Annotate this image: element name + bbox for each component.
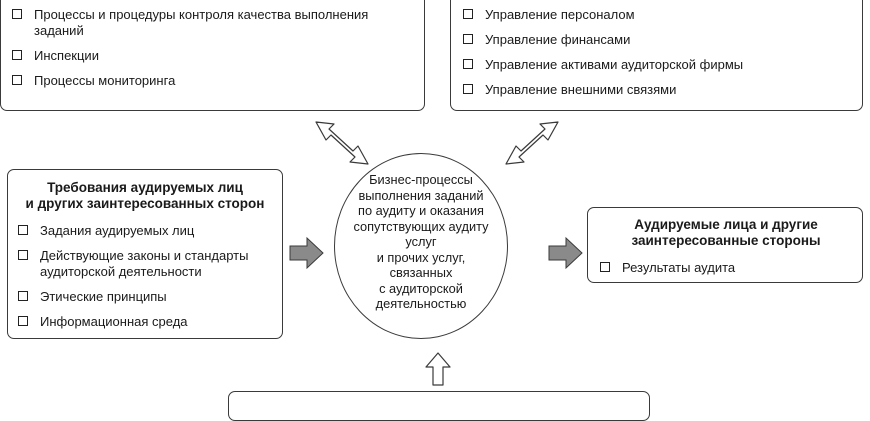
bottom-box: [228, 391, 650, 421]
checkbox-square-icon: [18, 291, 28, 301]
ellipse-line: и прочих услуг, связанных: [376, 249, 466, 281]
list-item: Задания аудируемых лиц: [18, 223, 272, 239]
quality-control-list: Процессы и процедуры контроля качества в…: [12, 7, 414, 89]
double-headed-arrow-icon: [315, 121, 369, 165]
checkbox-square-icon: [12, 75, 22, 85]
list-item-label: Управление внешними связями: [485, 82, 677, 97]
checkbox-square-icon: [18, 316, 28, 326]
list-item-label: Управление активами аудиторской фирмы: [485, 57, 744, 72]
list-item: Действующие законы и стандарты аудиторск…: [18, 248, 272, 280]
list-item-label: Действующие законы и стандарты аудиторск…: [40, 248, 249, 279]
list-item: Процессы и процедуры контроля качества в…: [12, 7, 414, 39]
checkbox-square-icon: [463, 34, 473, 44]
list-item-label: Управление персоналом: [485, 7, 635, 22]
management-box: Управление персоналом Управление финанса…: [450, 0, 863, 111]
management-list: Управление персоналом Управление финанса…: [463, 7, 852, 98]
up-arrow-icon: [425, 352, 451, 386]
stakeholders-list: Результаты аудита: [600, 260, 852, 276]
checkbox-square-icon: [600, 262, 610, 272]
stakeholders-title-line1: Аудируемые лица и другие: [634, 217, 818, 232]
checkbox-square-icon: [463, 84, 473, 94]
ellipse-line: по аудиту и оказания: [358, 203, 484, 219]
business-process-ellipse: Бизнес-процессы выполнения заданий по ау…: [334, 153, 508, 339]
checkbox-square-icon: [12, 9, 22, 19]
requirements-list: Задания аудируемых лиц Действующие закон…: [18, 223, 272, 330]
ellipse-line: сопутствующих аудиту услуг: [353, 218, 489, 250]
checkbox-square-icon: [463, 59, 473, 69]
business-process-text: Бизнес-процессы выполнения заданий по ау…: [335, 172, 507, 312]
list-item-label: Задания аудируемых лиц: [40, 223, 195, 238]
list-item: Процессы мониторинга: [12, 73, 414, 89]
ellipse-line: выполнения заданий: [358, 187, 484, 203]
list-item-label: Процессы мониторинга: [34, 73, 176, 88]
right-arrow-icon: [289, 236, 324, 270]
checkbox-square-icon: [18, 225, 28, 235]
ellipse-line: с аудиторской: [379, 280, 463, 296]
requirements-title-line1: Требования аудируемых лиц: [47, 180, 243, 195]
ellipse-line: деятельностью: [375, 296, 467, 312]
list-item-label: Этические принципы: [40, 289, 167, 304]
stakeholders-box: Аудируемые лица и другие заинтересованны…: [587, 207, 863, 283]
requirements-title: Требования аудируемых лиц и других заинт…: [18, 180, 272, 212]
list-item: Этические принципы: [18, 289, 272, 305]
list-item-label: Управление финансами: [485, 32, 631, 47]
requirements-title-line2: и других заинтересованных сторон: [25, 196, 265, 211]
list-item-label: Информационная среда: [40, 314, 188, 329]
requirements-box: Требования аудируемых лиц и других заинт…: [7, 169, 283, 339]
list-item: Информационная среда: [18, 314, 272, 330]
double-headed-arrow-icon: [505, 121, 559, 165]
checkbox-square-icon: [463, 9, 473, 19]
list-item: Управление персоналом: [463, 7, 852, 23]
list-item: Результаты аудита: [600, 260, 852, 276]
list-item: Управление внешними связями: [463, 82, 852, 98]
ellipse-line: Бизнес-процессы: [369, 172, 473, 188]
right-arrow-icon: [548, 236, 583, 270]
list-item: Управление финансами: [463, 32, 852, 48]
stakeholders-title-line2: заинтересованные стороны: [631, 233, 821, 248]
checkbox-square-icon: [18, 250, 28, 260]
checkbox-square-icon: [12, 50, 22, 60]
stakeholders-title: Аудируемые лица и другие заинтересованны…: [600, 217, 852, 249]
quality-control-box: Процессы и процедуры контроля качества в…: [0, 0, 425, 111]
list-item-label: Инспекции: [34, 48, 99, 63]
list-item: Управление активами аудиторской фирмы: [463, 57, 852, 73]
list-item-label: Процессы и процедуры контроля качества в…: [34, 7, 369, 38]
list-item-label: Результаты аудита: [622, 260, 736, 275]
list-item: Инспекции: [12, 48, 414, 64]
